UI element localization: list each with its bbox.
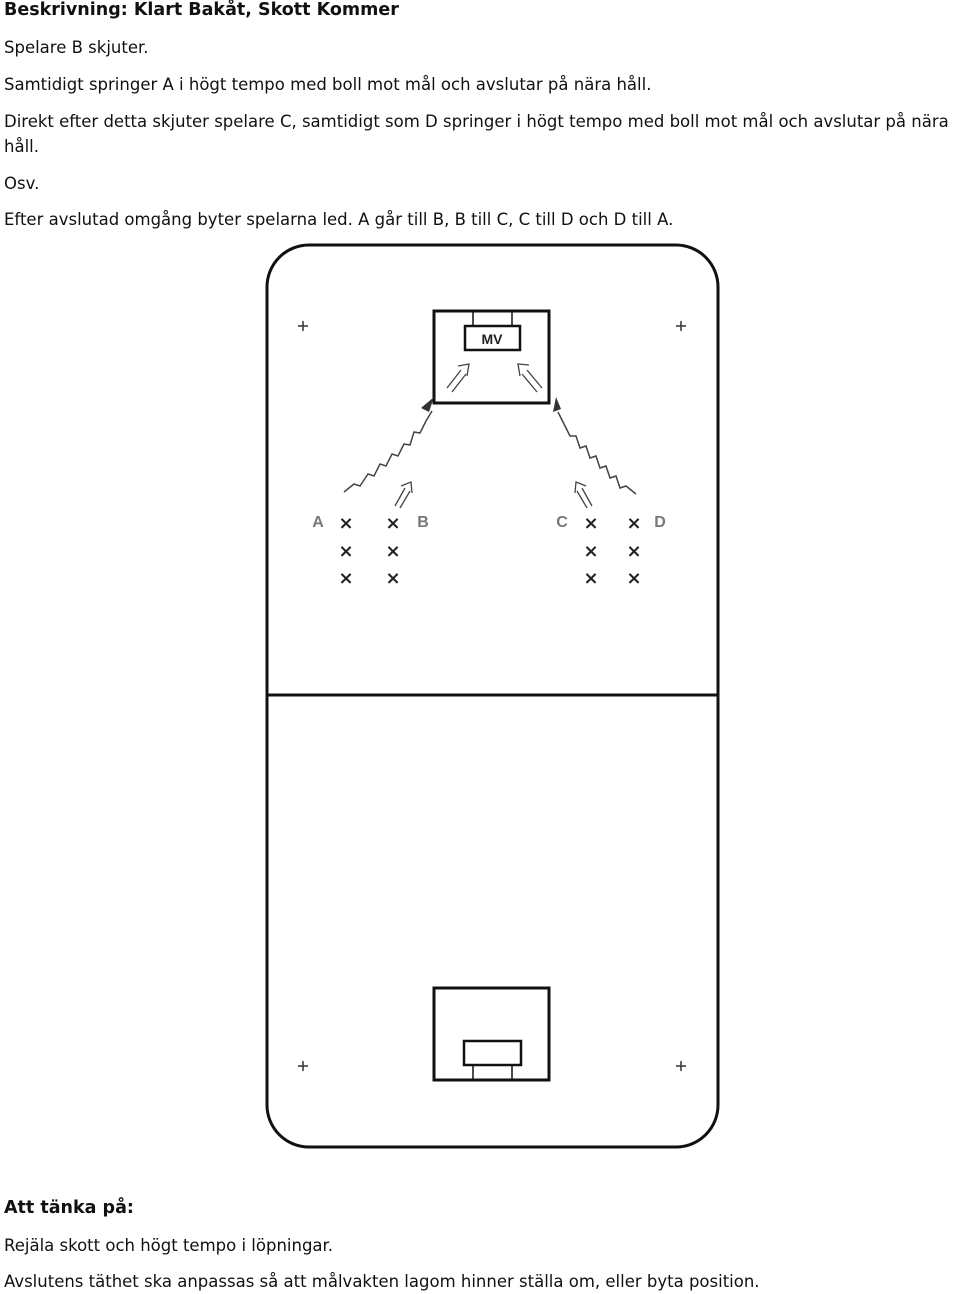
description-title: Beskrivning: Klart Bakåt, Skott Kommer [4,0,399,20]
player-marker-d-1: × [626,513,641,534]
top-goal [463,324,522,352]
tips-line-2: Avslutens täthet ska anpassas så att mål… [4,1272,760,1291]
top-crease [432,309,551,405]
skating-path-left [343,397,434,493]
player-marker-a-1: × [338,513,353,534]
player-label-b: B [417,514,429,531]
player-label-a: A [312,514,324,531]
tips-title: Att tänka på: [4,1198,134,1218]
rink-diagram: MV A B C D × × × × × × × × × × × × [265,243,720,1149]
player-label-c: C [556,514,568,531]
player-marker-d-2: × [626,541,641,562]
goalie-label: MV [482,331,504,347]
player-marker-a-2: × [338,541,353,562]
player-marker-c-1: × [583,513,598,534]
bottom-goal [462,1039,523,1067]
player-markers: × × × × × × × × × × × × [338,513,641,589]
bottom-crease [432,986,551,1082]
shot-arrows [394,363,593,509]
skating-path-right [553,397,637,495]
player-marker-c-2: × [583,541,598,562]
description-line-2: Samtidigt springer A i högt tempo med bo… [4,75,652,94]
description-line-5: Efter avslutad omgång byter spelarna led… [4,210,674,229]
player-marker-c-3: × [583,568,598,589]
player-marker-d-3: × [626,568,641,589]
description-line-3: Direkt efter detta skjuter spelare C, sa… [4,112,949,156]
tips-line-1: Rejäla skott och högt tempo i löpningar. [4,1236,334,1255]
description-line-1: Spelare B skjuter. [4,38,149,57]
player-marker-a-3: × [338,568,353,589]
description-line-4: Osv. [4,174,40,193]
player-marker-b-3: × [385,568,400,589]
player-marker-b-2: × [385,541,400,562]
faceoff-dots [298,321,686,1071]
player-marker-b-1: × [385,513,400,534]
player-label-d: D [654,514,666,531]
